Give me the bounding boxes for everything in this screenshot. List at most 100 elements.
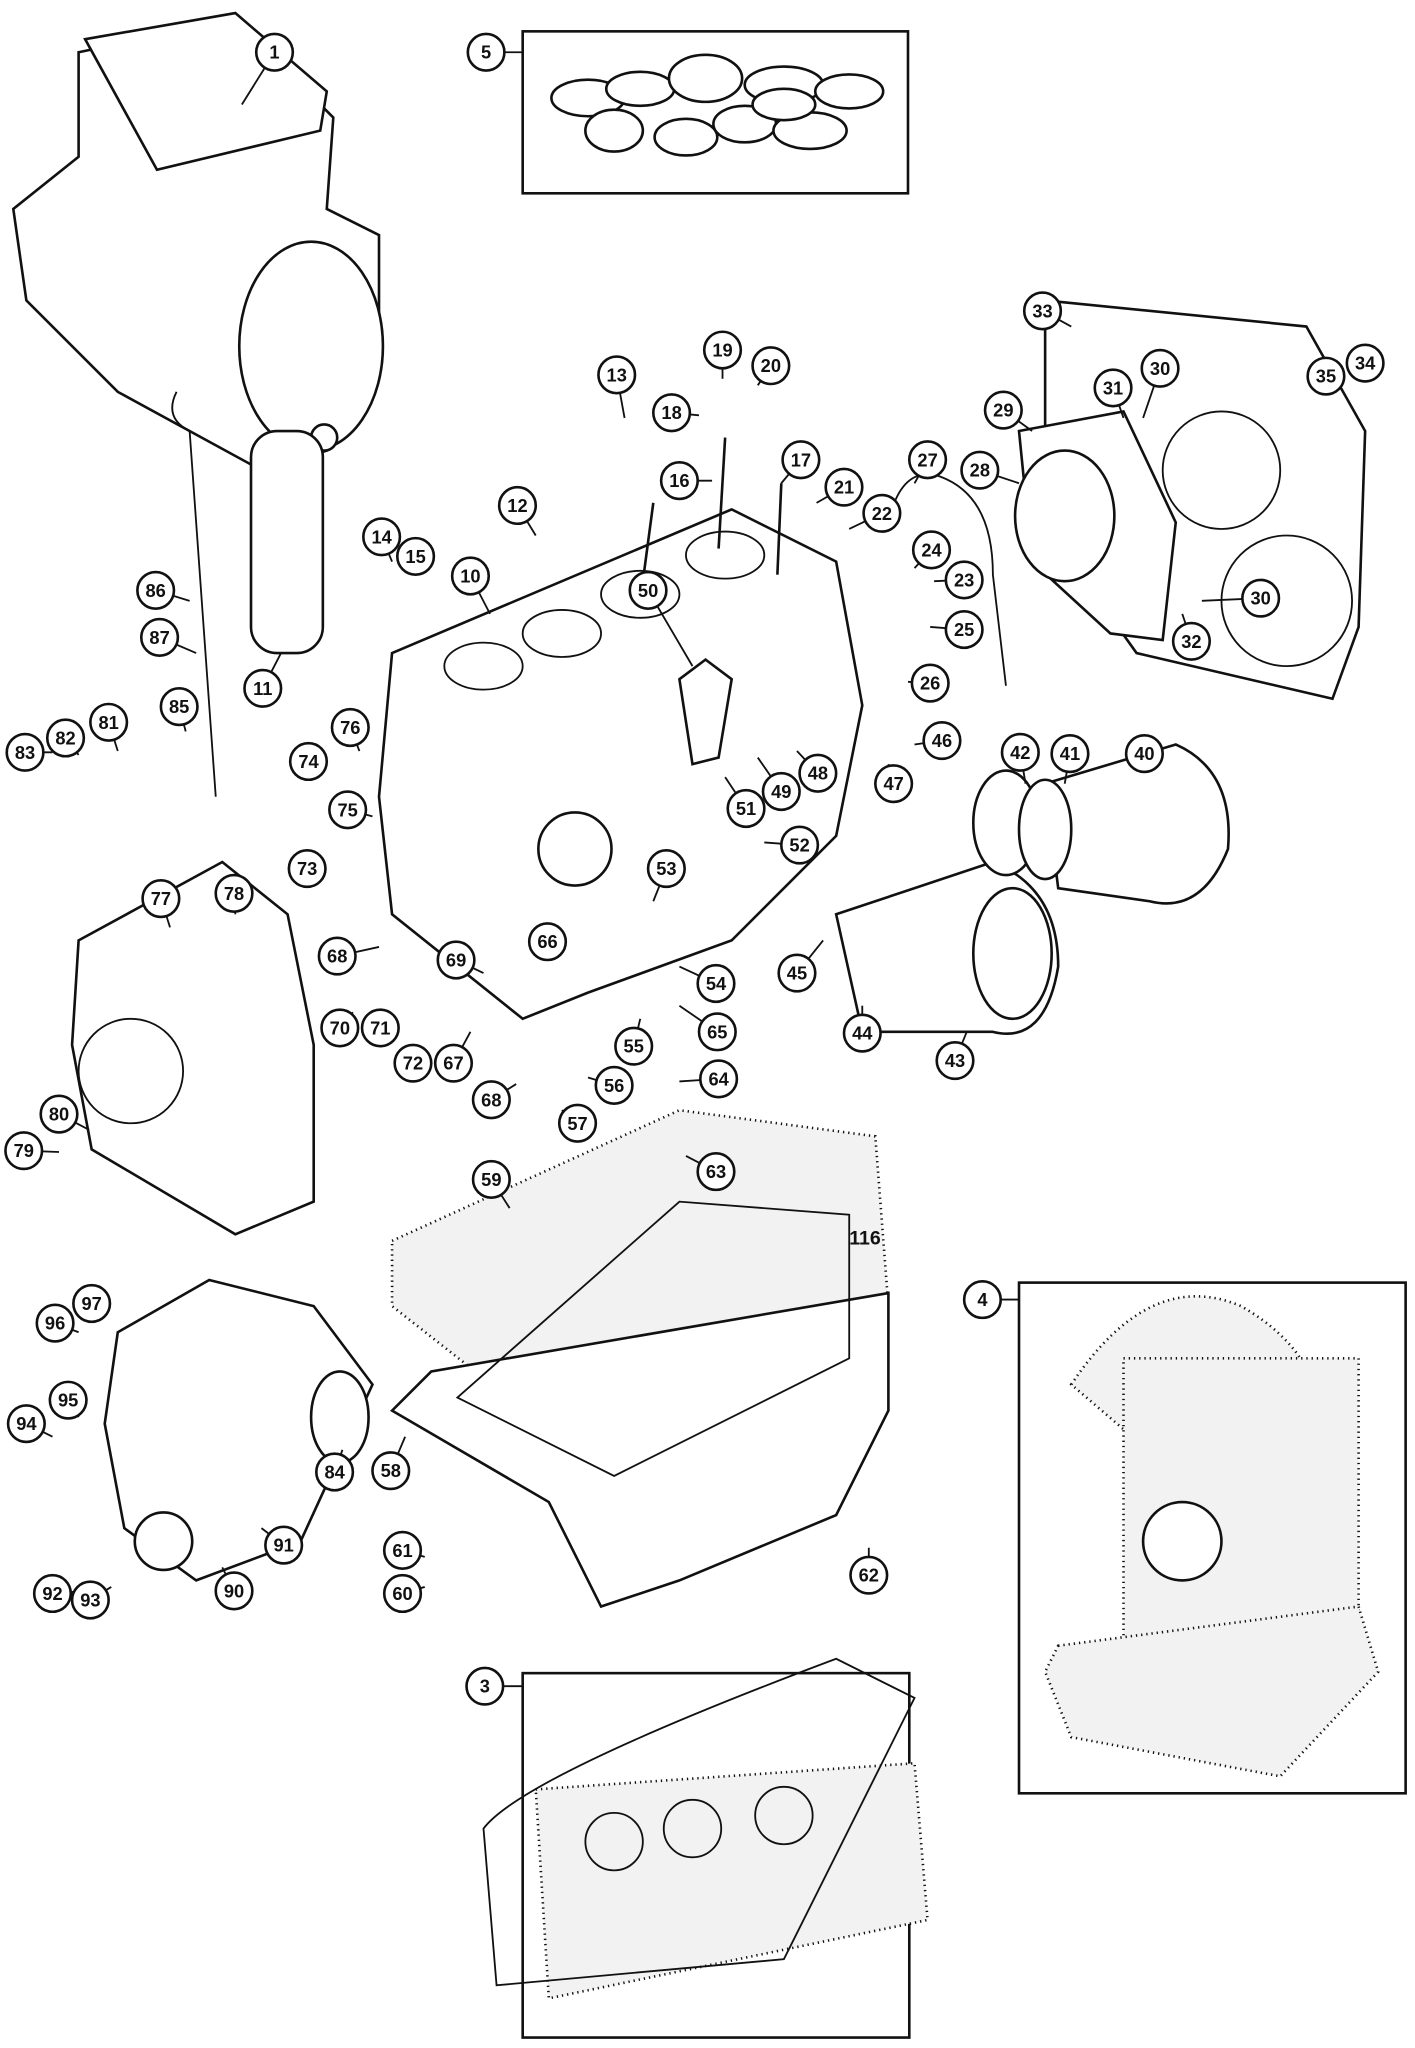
- callout-circle: [315, 1452, 355, 1492]
- callout-number: 50: [638, 580, 658, 601]
- callout-19[interactable]: 19: [702, 330, 743, 370]
- callout-circle: [382, 1530, 423, 1570]
- callout-79[interactable]: 79: [4, 1131, 44, 1171]
- callout-30[interactable]: 30: [1140, 348, 1180, 388]
- callout-number: 16: [669, 470, 689, 491]
- callout-75[interactable]: 75: [328, 790, 368, 830]
- callout-94[interactable]: 94: [6, 1404, 46, 1444]
- callout-84[interactable]: 84: [315, 1452, 355, 1492]
- callout-22[interactable]: 22: [862, 493, 902, 533]
- callout-21[interactable]: 21: [824, 467, 864, 507]
- callout-26[interactable]: 26: [910, 663, 950, 703]
- callout-47[interactable]: 47: [874, 764, 914, 804]
- callout-87[interactable]: 87: [139, 617, 180, 657]
- callout-31[interactable]: 31: [1093, 368, 1133, 408]
- callout-51[interactable]: 51: [726, 788, 766, 829]
- callout-number: 57: [567, 1113, 587, 1134]
- callout-63[interactable]: 63: [696, 1151, 736, 1192]
- callout-92[interactable]: 92: [32, 1573, 73, 1614]
- callout-86[interactable]: 86: [136, 570, 176, 610]
- callout-24[interactable]: 24: [911, 530, 952, 570]
- callout-46[interactable]: 46: [922, 720, 962, 761]
- callout-4[interactable]: 4: [962, 1279, 1003, 1320]
- callout-27[interactable]: 27: [907, 440, 948, 480]
- callout-96[interactable]: 96: [35, 1303, 75, 1343]
- callout-10[interactable]: 10: [450, 556, 491, 596]
- callout-56[interactable]: 56: [594, 1065, 634, 1105]
- callout-82[interactable]: 82: [45, 718, 86, 758]
- callout-42[interactable]: 42: [1000, 732, 1040, 772]
- callout-54[interactable]: 54: [696, 963, 736, 1004]
- callout-53[interactable]: 53: [646, 848, 686, 889]
- callout-28[interactable]: 28: [960, 450, 1000, 490]
- callout-43[interactable]: 43: [935, 1040, 975, 1081]
- callout-81[interactable]: 81: [89, 702, 129, 742]
- callout-72[interactable]: 72: [393, 1043, 433, 1083]
- callout-32[interactable]: 32: [1171, 621, 1212, 661]
- callout-68[interactable]: 68: [317, 936, 357, 976]
- callout-15[interactable]: 15: [395, 536, 436, 576]
- callout-78[interactable]: 78: [214, 873, 254, 913]
- callout-61[interactable]: 61: [382, 1530, 423, 1570]
- callout-52[interactable]: 52: [779, 825, 820, 865]
- callout-55[interactable]: 55: [614, 1026, 654, 1066]
- callout-58[interactable]: 58: [371, 1451, 411, 1491]
- callout-77[interactable]: 77: [141, 879, 181, 919]
- callout-62[interactable]: 62: [849, 1555, 889, 1595]
- callout-57[interactable]: 57: [557, 1103, 598, 1143]
- callout-40[interactable]: 40: [1124, 734, 1164, 774]
- callout-11[interactable]: 11: [243, 668, 283, 708]
- callout-60[interactable]: 60: [382, 1573, 423, 1614]
- callout-48[interactable]: 48: [798, 753, 838, 793]
- callout-67[interactable]: 67: [433, 1043, 474, 1083]
- callout-12[interactable]: 12: [497, 485, 538, 526]
- callout-70[interactable]: 70: [320, 1008, 360, 1048]
- callout-circle: [779, 825, 820, 865]
- callout-74[interactable]: 74: [288, 741, 329, 782]
- callout-34[interactable]: 34: [1345, 343, 1385, 383]
- callout-50[interactable]: 50: [628, 570, 668, 610]
- callout-number: 92: [42, 1583, 62, 1604]
- callout-49[interactable]: 49: [761, 771, 801, 812]
- callout-66[interactable]: 66: [527, 922, 568, 962]
- callout-44[interactable]: 44: [842, 1013, 882, 1053]
- callout-25[interactable]: 25: [944, 609, 984, 650]
- callout-64[interactable]: 64: [699, 1059, 739, 1099]
- callout-14[interactable]: 14: [362, 517, 402, 557]
- callout-29[interactable]: 29: [983, 390, 1023, 430]
- callout-93[interactable]: 93: [70, 1580, 110, 1620]
- callout-76[interactable]: 76: [330, 707, 370, 748]
- callout-65[interactable]: 65: [697, 1012, 737, 1052]
- callout-33[interactable]: 33: [1022, 291, 1063, 331]
- callout-number: 48: [808, 763, 828, 784]
- callout-23[interactable]: 23: [944, 560, 984, 600]
- callout-1[interactable]: 1: [254, 32, 295, 72]
- callout-59[interactable]: 59: [471, 1159, 511, 1200]
- callout-41[interactable]: 41: [1050, 734, 1090, 774]
- callout-45[interactable]: 45: [777, 953, 817, 993]
- callout-69[interactable]: 69: [436, 940, 476, 980]
- callout-30[interactable]: 30: [1241, 578, 1281, 618]
- callout-71[interactable]: 71: [360, 1008, 400, 1048]
- callout-91[interactable]: 91: [264, 1525, 304, 1565]
- callout-16[interactable]: 16: [659, 461, 700, 501]
- callout-circle: [136, 570, 176, 610]
- callout-circle: [597, 355, 637, 395]
- callout-73[interactable]: 73: [287, 848, 327, 889]
- callout-18[interactable]: 18: [651, 393, 692, 433]
- callout-80[interactable]: 80: [39, 1094, 79, 1134]
- callout-85[interactable]: 85: [159, 687, 199, 727]
- callout-97[interactable]: 97: [72, 1283, 112, 1324]
- callout-68[interactable]: 68: [471, 1080, 511, 1120]
- callout-20[interactable]: 20: [751, 346, 791, 386]
- callout-17[interactable]: 17: [781, 440, 821, 480]
- callout-circle: [6, 1404, 46, 1444]
- callout-83[interactable]: 83: [5, 732, 45, 772]
- callout-circle: [159, 687, 199, 727]
- callout-35[interactable]: 35: [1306, 356, 1346, 396]
- callout-5[interactable]: 5: [466, 32, 506, 72]
- callout-90[interactable]: 90: [214, 1571, 254, 1611]
- callout-13[interactable]: 13: [597, 355, 637, 395]
- callout-3[interactable]: 3: [465, 1666, 505, 1706]
- callout-95[interactable]: 95: [48, 1380, 88, 1420]
